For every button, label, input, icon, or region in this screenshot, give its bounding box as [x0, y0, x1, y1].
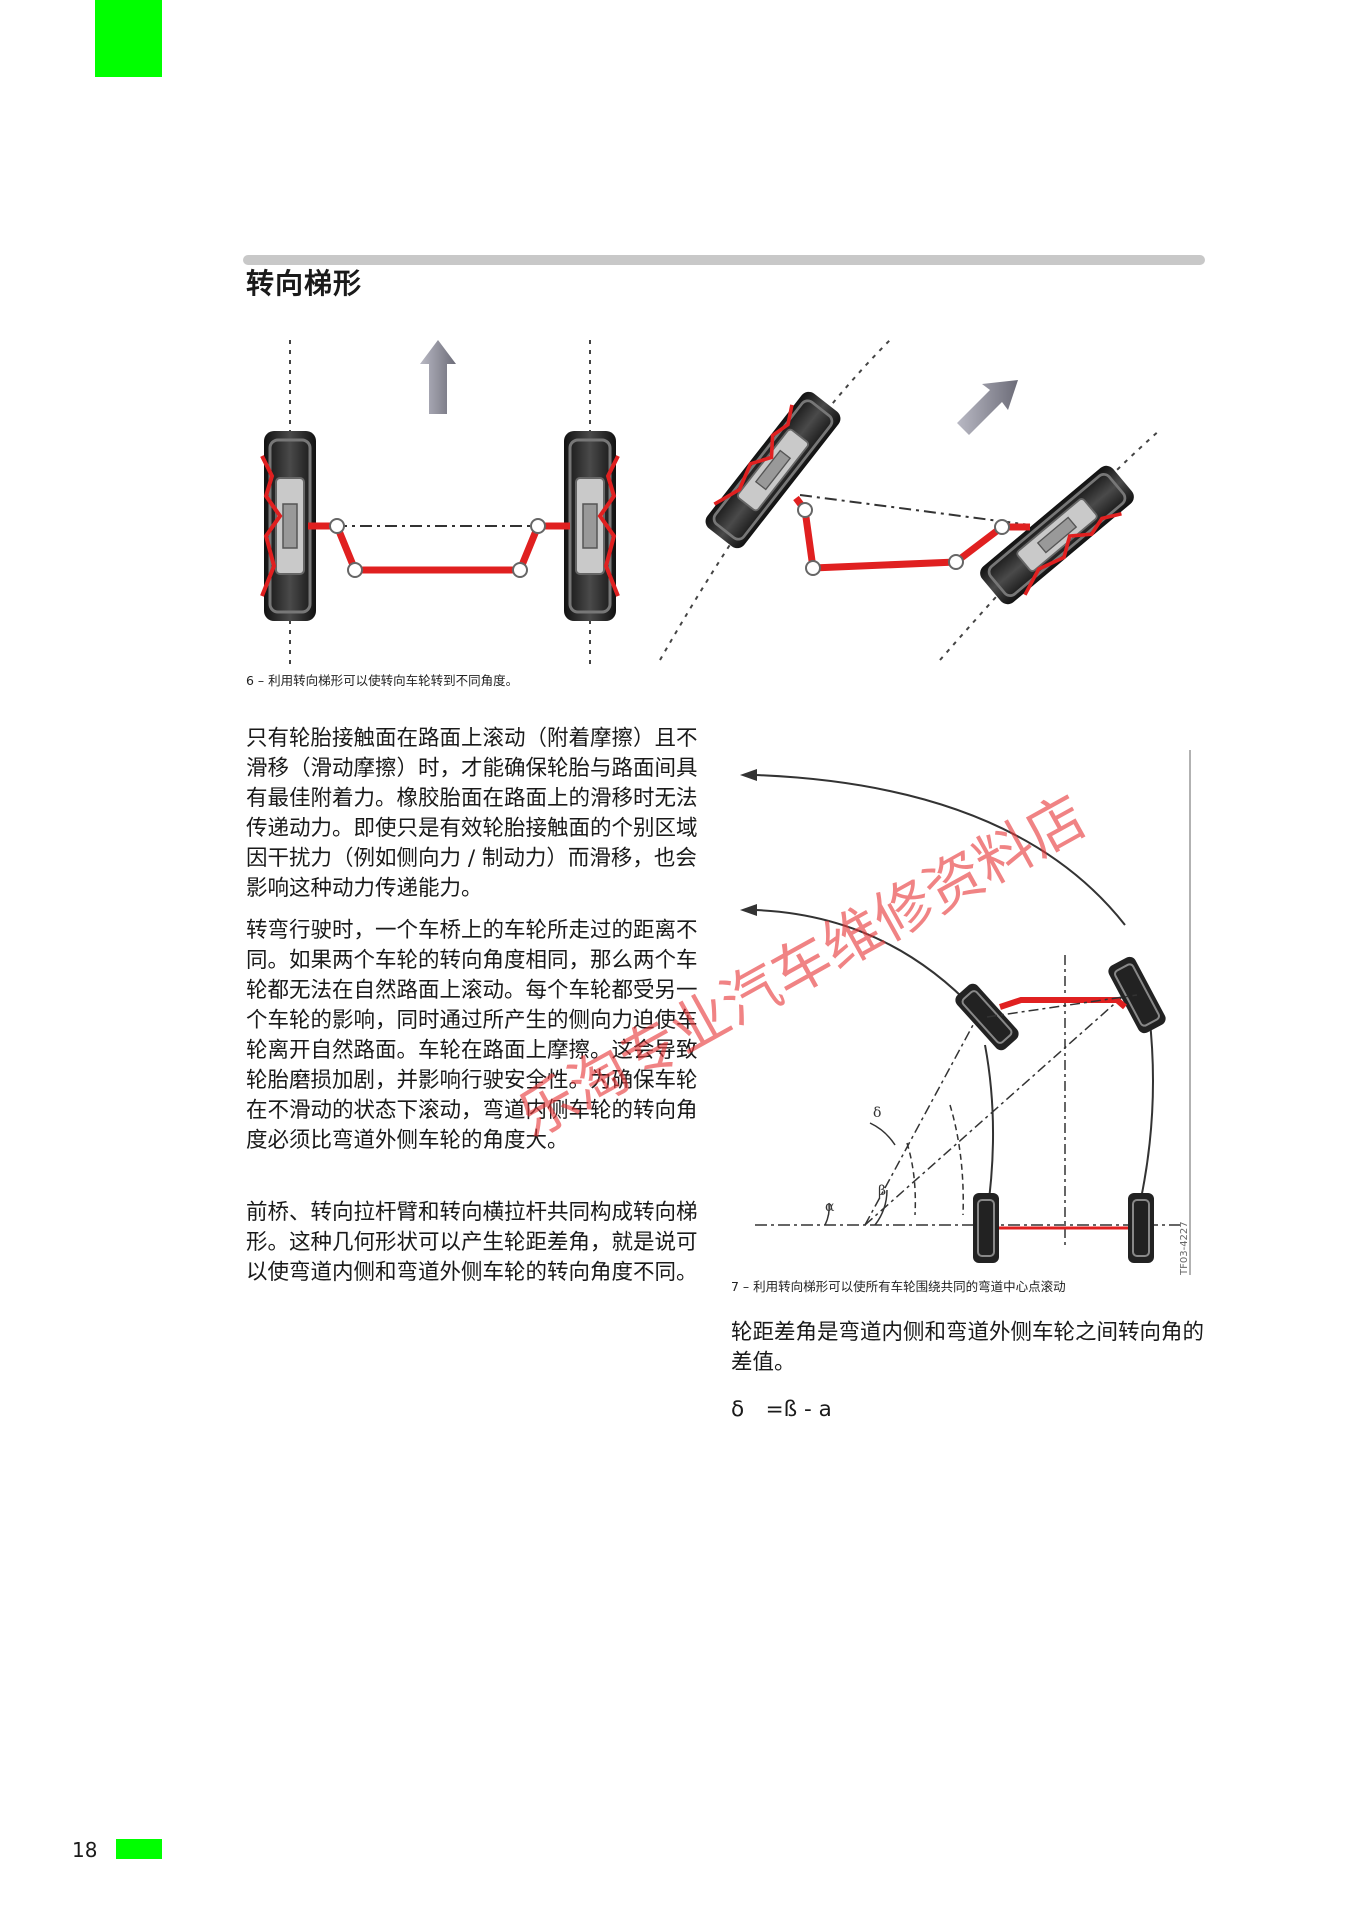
rear-wheel-left — [973, 1193, 999, 1263]
paragraph-3: 前桥、转向拉杆臂和转向横拉杆共同构成转向梯形。这种几何形状可以产生轮距差角，就是… — [246, 1200, 698, 1285]
section-title: 转向梯形 — [246, 267, 363, 300]
wheel-left-straight — [260, 429, 318, 623]
right-paragraph: 轮距差角是弯道内侧和弯道外侧车轮之间转向角的差值。 — [731, 1320, 1205, 1375]
section-rule — [243, 255, 1205, 265]
angle-alpha-label: α — [825, 1199, 835, 1215]
top-accent-tab — [95, 0, 162, 77]
figure-7-caption: 7 – 利用转向梯形可以使所有车轮围绕共同的弯道中心点滚动 — [731, 1279, 1066, 1294]
figure-7-turning-geometry: α β δ TF03-4227 — [740, 750, 1191, 1275]
angle-beta-label: β — [878, 1183, 886, 1199]
paragraph-2: 转弯行驶时，一个车桥上的车轮所走过的距离不同。如果两个车轮的转向角度相同，那么两… — [246, 918, 698, 1153]
page-number: 18 — [72, 1838, 98, 1862]
paragraph-1: 只有轮胎接触面在路面上滚动（附着摩擦）且不滑移（滑动摩擦）时，才能确保轮胎与路面… — [246, 726, 698, 901]
rear-wheel-right — [1128, 1193, 1154, 1263]
bottom-accent-tab — [116, 1839, 162, 1859]
wheel-right-turned — [974, 460, 1141, 612]
wheel-right-straight — [562, 429, 620, 623]
direction-arrow-straight — [420, 340, 456, 414]
angle-delta-label: δ — [873, 1105, 881, 1121]
figure-6-steering-trapezoid — [260, 339, 1161, 665]
formula: δ =ß - a — [731, 1397, 832, 1422]
direction-arrow-turning — [957, 380, 1018, 435]
figure-6-caption: 6 – 利用转向梯形可以使转向车轮转到不同角度。 — [246, 673, 519, 688]
figure-code: TF03-4227 — [1179, 1221, 1190, 1275]
wheel-left-turned — [698, 385, 846, 554]
